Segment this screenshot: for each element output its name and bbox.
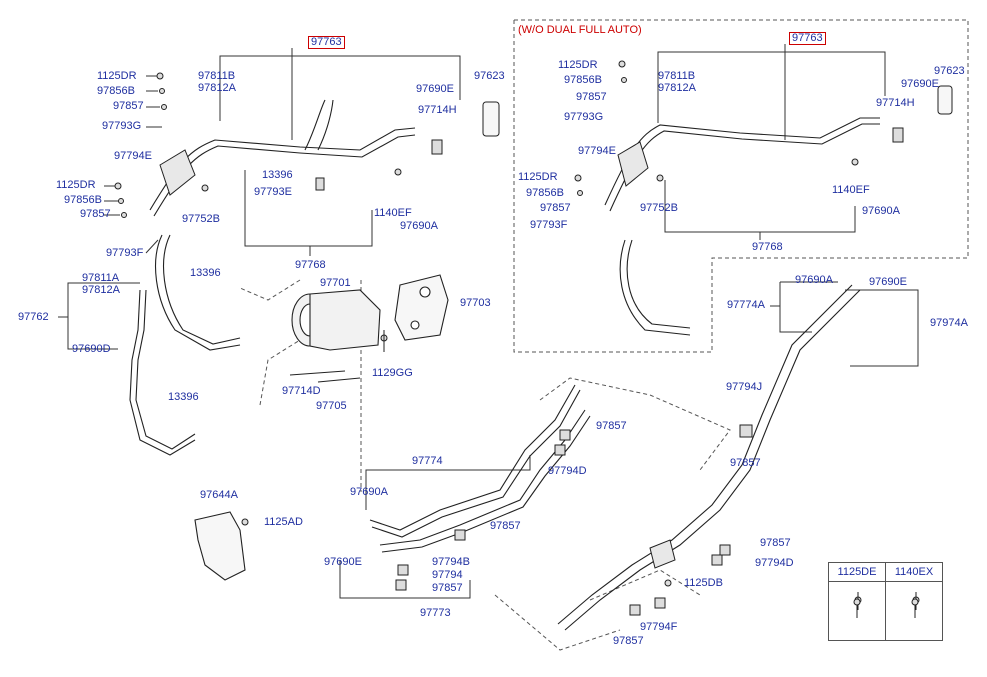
part-97703[interactable]: 97703 <box>460 297 491 309</box>
part-13396-3[interactable]: 13396 <box>168 391 199 403</box>
part-97705[interactable]: 97705 <box>316 400 347 412</box>
part-97794F[interactable]: 97794F <box>640 621 678 633</box>
part-97857[interactable]: 97857 <box>113 100 144 112</box>
part-97690A[interactable]: 97690A <box>400 220 438 232</box>
part-97857-lower-3[interactable]: 97857 <box>432 582 463 594</box>
leader-97768 <box>244 170 373 247</box>
part-97811B[interactable]: 97811B <box>198 70 236 82</box>
part-1125AD[interactable]: 1125AD <box>264 516 303 528</box>
part-97794B[interactable]: 97794B <box>432 556 470 568</box>
leader-97762 <box>58 282 140 318</box>
legend-bolts <box>853 598 919 618</box>
part-97857-lower-2[interactable]: 97857 <box>490 520 521 532</box>
part-97774A[interactable]: 97774A <box>727 299 765 311</box>
legend-divider <box>885 563 886 640</box>
part-97701[interactable]: 97701 <box>320 277 351 289</box>
part-97763[interactable]: 97763 <box>308 36 345 49</box>
part-97974A[interactable]: 97974A <box>930 317 968 329</box>
part-97856B-2[interactable]: 97856B <box>64 194 102 206</box>
part-97793F[interactable]: 97793F <box>106 247 144 259</box>
inset-part-97623[interactable]: 97623 <box>934 65 965 77</box>
inset-part-97714H[interactable]: 97714H <box>876 97 915 109</box>
inset-part-97812A[interactable]: 97812A <box>658 82 696 94</box>
inset-part-97793F[interactable]: 97793F <box>530 219 568 231</box>
inset-title: (W/O DUAL FULL AUTO) <box>518 24 642 36</box>
part-97857-right-3[interactable]: 97857 <box>613 635 644 647</box>
part-97794D-right[interactable]: 97794D <box>755 557 794 569</box>
leader-97974A <box>845 289 919 367</box>
part-97762[interactable]: 97762 <box>18 311 49 323</box>
part-97793G[interactable]: 97793G <box>102 120 142 132</box>
inset-part-97794E[interactable]: 97794E <box>578 145 616 157</box>
part-1125DR-2[interactable]: 1125DR <box>56 179 96 191</box>
part-97794J[interactable]: 97794J <box>726 381 763 393</box>
inset-part-1125DR[interactable]: 1125DR <box>558 59 598 71</box>
legend-col-1125DE[interactable]: 1125DE <box>829 563 886 582</box>
leader-97773 <box>339 560 471 599</box>
inset-part-97752B[interactable]: 97752B <box>640 202 678 214</box>
part-97774[interactable]: 97774 <box>412 455 443 467</box>
inset-part-97856B-2[interactable]: 97856B <box>526 187 564 199</box>
compressor <box>291 289 381 351</box>
part-97811A[interactable]: 97811A <box>82 272 120 284</box>
part-97690E[interactable]: 97690E <box>416 83 454 95</box>
part-97812A-2[interactable]: 97812A <box>82 284 120 296</box>
part-97690A-lower[interactable]: 97690A <box>350 486 388 498</box>
part-97857-2[interactable]: 97857 <box>80 208 111 220</box>
part-97768[interactable]: 97768 <box>295 259 326 271</box>
part-97690E-right[interactable]: 97690E <box>869 276 907 288</box>
part-97857-right[interactable]: 97857 <box>730 457 761 469</box>
part-97794[interactable]: 97794 <box>432 569 463 581</box>
part-1125DB[interactable]: 1125DB <box>684 577 723 589</box>
part-97690A-right[interactable]: 97690A <box>795 274 833 286</box>
inset-boundary <box>513 19 969 353</box>
part-97623[interactable]: 97623 <box>474 70 505 82</box>
inset-part-97690E[interactable]: 97690E <box>901 78 939 90</box>
leader-97774 <box>365 455 531 510</box>
part-13396[interactable]: 13396 <box>262 169 293 181</box>
part-97793E[interactable]: 97793E <box>254 186 292 198</box>
part-97773[interactable]: 97773 <box>420 607 451 619</box>
part-97856B[interactable]: 97856B <box>97 85 135 97</box>
inset-part-97857-2[interactable]: 97857 <box>540 202 571 214</box>
part-97690D[interactable]: 97690D <box>72 343 111 355</box>
part-1140EF[interactable]: 1140EF <box>374 207 412 219</box>
inset-part-1125DR-2[interactable]: 1125DR <box>518 171 558 183</box>
part-97794D-lower[interactable]: 97794D <box>548 465 587 477</box>
bolt-1125DE-icon <box>853 598 861 606</box>
fastener-legend: 1125DE 1140EX <box>828 562 943 641</box>
leader-97763 <box>219 55 461 121</box>
part-13396-2[interactable]: 13396 <box>190 267 221 279</box>
inset-part-97811B[interactable]: 97811B <box>658 70 696 82</box>
inset-part-97856B[interactable]: 97856B <box>564 74 602 86</box>
legend-col-1140EX[interactable]: 1140EX <box>886 563 942 582</box>
inset-part-97763[interactable]: 97763 <box>789 32 826 45</box>
part-1129GG[interactable]: 1129GG <box>372 367 413 379</box>
cover-97644A <box>194 511 246 581</box>
bolt-1140EX-icon <box>911 598 919 606</box>
leader-97774A <box>770 305 812 333</box>
part-97794E[interactable]: 97794E <box>114 150 152 162</box>
inset-part-97690A[interactable]: 97690A <box>862 205 900 217</box>
inset-part-97768[interactable]: 97768 <box>752 241 783 253</box>
part-97644A[interactable]: 97644A <box>200 489 238 501</box>
part-97857-lower[interactable]: 97857 <box>596 420 627 432</box>
main-hose <box>129 99 416 456</box>
part-97752B[interactable]: 97752B <box>182 213 220 225</box>
part-97812A[interactable]: 97812A <box>198 82 236 94</box>
part-97857-right-2[interactable]: 97857 <box>760 537 791 549</box>
part-97714H[interactable]: 97714H <box>418 104 457 116</box>
inset-part-97857[interactable]: 97857 <box>576 91 607 103</box>
part-97690E-lower[interactable]: 97690E <box>324 556 362 568</box>
part-97714D[interactable]: 97714D <box>282 385 321 397</box>
part-1125DR[interactable]: 1125DR <box>97 70 137 82</box>
inset-part-1140EF[interactable]: 1140EF <box>832 184 870 196</box>
inset-part-97793G[interactable]: 97793G <box>564 111 604 123</box>
